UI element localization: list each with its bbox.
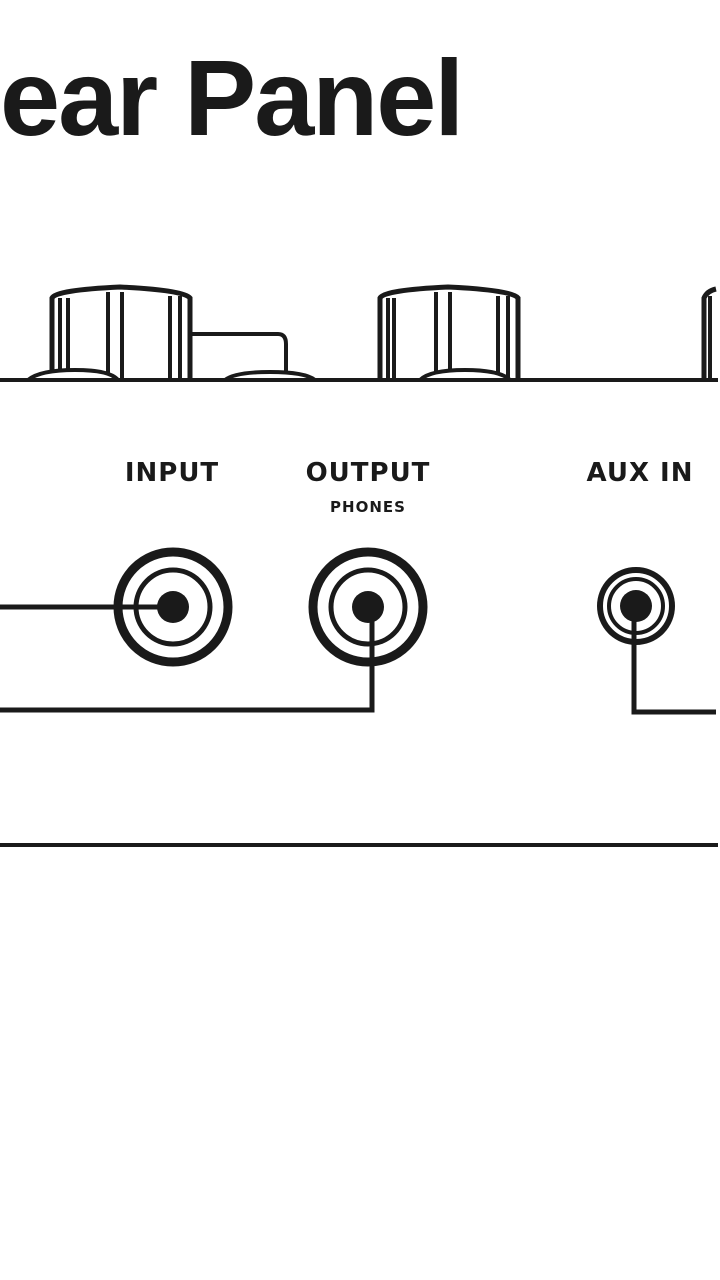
page-title: ear Panel [0, 37, 464, 158]
phones-label: PHONES [330, 498, 406, 516]
output-jack [308, 547, 428, 667]
output-label: OUTPUT [305, 458, 431, 488]
knob-2 [377, 284, 521, 382]
knob-link [190, 332, 288, 378]
aux-in-cable [631, 610, 716, 715]
output-cable [0, 610, 375, 713]
knob-1 [26, 284, 193, 382]
aux-in-label: AUX IN [586, 458, 694, 488]
input-label: INPUT [124, 458, 220, 488]
knob-3 [701, 286, 717, 380]
